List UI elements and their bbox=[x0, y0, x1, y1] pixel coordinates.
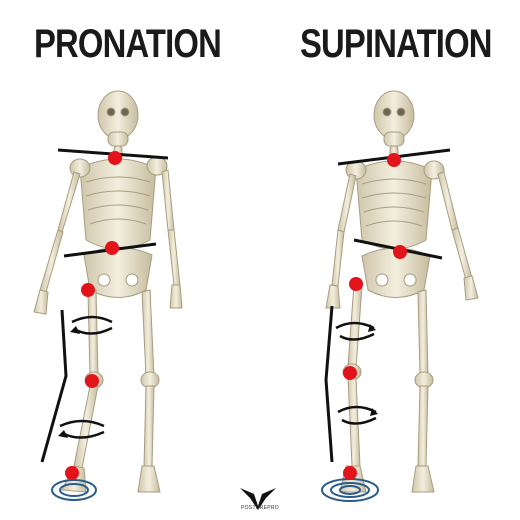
foot-pressure-rings bbox=[51, 479, 97, 501]
pronation-skeleton-figure bbox=[33, 90, 183, 501]
title-supination: SUPINATION bbox=[300, 22, 492, 66]
rotation-arrows bbox=[335, 321, 378, 425]
brand-logo-text: POSTUREPRO bbox=[240, 505, 279, 511]
supination-skeleton-figure bbox=[321, 90, 479, 502]
skeleton bbox=[33, 90, 183, 493]
leg-alignment-line bbox=[324, 305, 334, 463]
rotation-arrows bbox=[58, 315, 113, 439]
leg-alignment-line bbox=[40, 309, 68, 463]
bird-logo-icon bbox=[240, 488, 276, 510]
joint-markers bbox=[343, 153, 407, 480]
skeleton bbox=[325, 90, 479, 493]
title-pronation: PRONATION bbox=[34, 22, 222, 66]
joint-markers bbox=[65, 151, 122, 480]
